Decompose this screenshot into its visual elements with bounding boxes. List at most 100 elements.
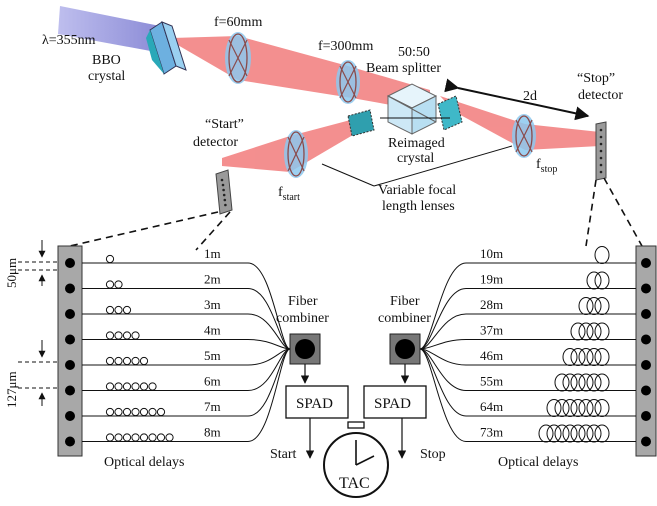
uv-pump-beam — [58, 6, 160, 52]
left-delay-loop — [105, 331, 115, 340]
right-delays-caption: Optical delays — [498, 455, 578, 470]
left-fiber-line — [82, 288, 291, 350]
left-delay-label: 6m — [204, 374, 221, 389]
right-fiber-line — [419, 262, 636, 350]
stop-detector-label-line1: “Stop” — [577, 71, 615, 86]
left-fiber-line — [82, 313, 291, 350]
lens-fstop — [512, 114, 536, 158]
wavelength-label: λ=355nm — [42, 33, 96, 48]
right-fiber-port — [641, 258, 651, 268]
spad-left — [285, 385, 349, 419]
left-delay-loop — [105, 433, 115, 442]
left-delay-loop — [148, 407, 157, 417]
right-delay-coil — [586, 271, 602, 290]
start-detector-label-line2: detector — [193, 135, 238, 150]
right-delay-coil — [594, 399, 610, 417]
right-delay-label: 28m — [480, 297, 503, 312]
right-fiber-port — [641, 411, 651, 421]
right-delay-coil — [586, 424, 602, 443]
left-delay-loop — [139, 407, 149, 417]
right-delay-coil — [554, 399, 570, 417]
right-fiber-line — [419, 288, 636, 350]
right-fiber-line — [419, 339, 636, 350]
right-delay-coil — [562, 373, 578, 392]
right-fiber-array — [635, 245, 657, 457]
left-combiner-label-line2: combiner — [276, 311, 329, 326]
left-fiber-port — [65, 283, 75, 294]
leader-lines — [321, 117, 513, 187]
right-delay-coil — [594, 322, 610, 341]
pitch-mid-label: 127μm — [4, 371, 19, 408]
lens-f60 — [225, 32, 251, 84]
left-fiber-port — [65, 360, 75, 370]
right-delay-coil — [586, 297, 602, 315]
right-delay-coil — [594, 246, 610, 264]
left-delay-loop — [165, 433, 174, 442]
left-delay-loop — [114, 407, 123, 417]
left-delay-label: 3m — [204, 297, 221, 312]
detector-projection-lines — [69, 177, 643, 251]
right-fiber-line — [419, 313, 636, 350]
left-delay-label: 4m — [204, 323, 221, 338]
right-delay-coil — [578, 373, 594, 392]
right-delay-label: 73m — [480, 425, 503, 440]
stop-detector-label-line2: detector — [578, 88, 623, 103]
right-delay-coil — [546, 399, 562, 417]
left-fiber-port — [65, 411, 75, 421]
right-delay-coil — [578, 424, 594, 443]
start-detector-label-line1: “Start” — [205, 117, 244, 132]
right-delay-coil — [554, 373, 570, 392]
left-delay-loop — [131, 407, 140, 417]
right-fiber-port — [641, 309, 651, 319]
right-delay-coil — [546, 424, 562, 443]
variable-lenses-label-line1: Variable focal — [378, 183, 456, 198]
f300-label: f=300mm — [318, 39, 373, 54]
left-fiber-line — [82, 348, 291, 391]
right-delay-coil — [554, 424, 570, 443]
pitch-top-label: 50μm — [4, 258, 19, 288]
left-delay-loop — [105, 305, 115, 315]
right-combiner-label-line2: combiner — [378, 311, 431, 326]
left-delay-loop — [122, 331, 132, 340]
left-delay-loop — [105, 407, 115, 417]
right-delay-coil — [594, 424, 610, 443]
right-delay-label: 37m — [480, 323, 503, 338]
left-delays-caption: Optical delays — [104, 455, 184, 470]
left-delay-loop — [122, 407, 132, 417]
right-delay-label: 46m — [480, 348, 503, 363]
right-delay-coil — [594, 271, 610, 290]
right-delay-coil — [570, 348, 586, 366]
left-fiber-line — [82, 262, 291, 350]
left-delay-loop — [114, 280, 123, 289]
left-delay-label: 8m — [204, 425, 221, 440]
start-detector — [215, 169, 233, 215]
right-delay-coil — [570, 373, 586, 392]
fstart-label: fstart — [278, 185, 300, 203]
right-delay-coil — [594, 373, 610, 392]
left-delay-loop — [114, 305, 123, 315]
variable-lenses-label-line2: length lenses — [382, 199, 455, 214]
left-delay-loop — [114, 356, 123, 366]
stop-signal-label: Stop — [420, 447, 446, 462]
right-delay-coil — [562, 399, 578, 417]
right-delay-label: 19m — [480, 272, 503, 287]
left-delay-loop — [114, 331, 123, 340]
left-delay-loop — [156, 433, 166, 442]
f60-label: f=60mm — [214, 15, 262, 30]
left-fiber-port — [65, 334, 75, 345]
left-delay-label: 2m — [204, 272, 221, 287]
right-delay-coil — [570, 399, 586, 417]
reimaged-label-line2: crystal — [397, 151, 434, 166]
bbo-crystal — [146, 21, 187, 75]
left-delay-loop — [114, 433, 123, 442]
right-delay-coil — [594, 297, 610, 315]
reimaged-label-line1: Reimaged — [388, 136, 445, 151]
left-fiber-port — [65, 258, 75, 268]
distance-label: 2d — [523, 89, 537, 104]
left-delay-loop — [139, 356, 149, 366]
right-delay-coil — [570, 322, 586, 341]
lens-fstart — [284, 130, 308, 178]
right-delay-coil — [538, 424, 554, 443]
